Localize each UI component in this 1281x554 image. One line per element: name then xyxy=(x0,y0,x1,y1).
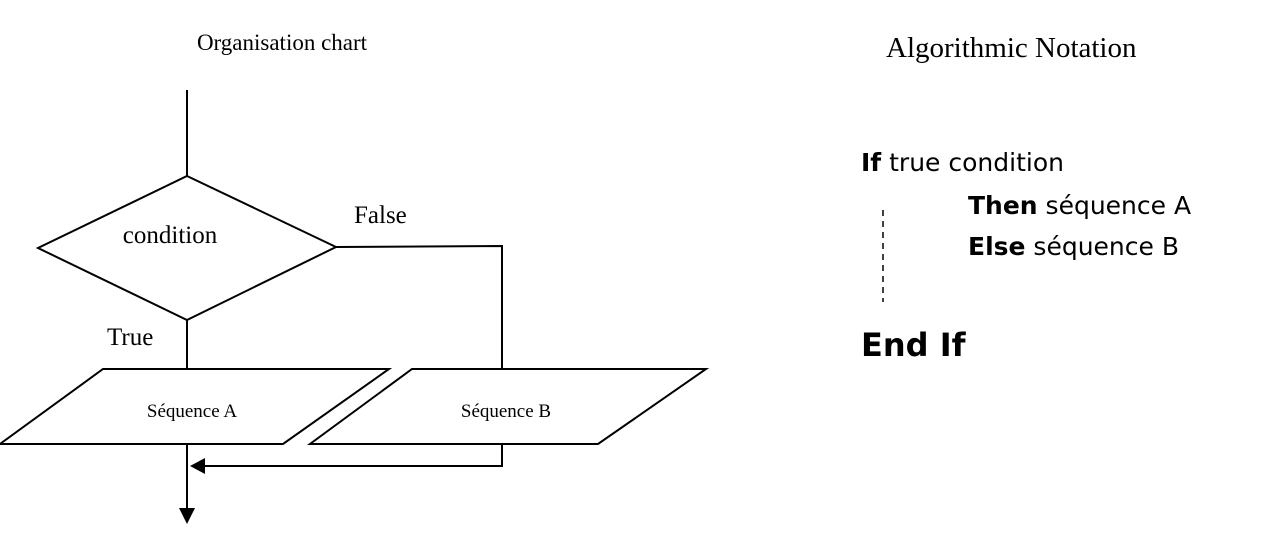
then-text: séquence A xyxy=(1037,191,1192,220)
sequence-a-box xyxy=(0,368,393,445)
notation-title: Algorithmic Notation xyxy=(886,32,1137,64)
if-keyword: If xyxy=(861,148,882,177)
sequence-b-box xyxy=(306,368,710,445)
else-text: séquence B xyxy=(1025,232,1179,261)
false-label: False xyxy=(354,202,407,229)
flowchart-title: Organisation chart xyxy=(197,30,368,55)
true-label: True xyxy=(107,324,153,351)
else-keyword: Else xyxy=(968,232,1026,261)
merge-line xyxy=(204,444,503,467)
false-branch-line xyxy=(335,244,503,369)
end-if-line: End If xyxy=(861,326,966,364)
condition-label: condition xyxy=(123,222,218,249)
then-line: Then séquence A xyxy=(968,191,1191,220)
sequence-b-label: Séquence B xyxy=(461,401,551,422)
else-line: Else séquence B xyxy=(968,232,1179,261)
if-line: If true condition xyxy=(861,148,1064,177)
exit-arrowhead-icon xyxy=(179,508,195,524)
merge-arrowhead-icon xyxy=(190,458,205,474)
sequence-a-label: Séquence A xyxy=(147,401,238,422)
if-text: true condition xyxy=(881,148,1064,177)
then-keyword: Then xyxy=(968,191,1038,220)
